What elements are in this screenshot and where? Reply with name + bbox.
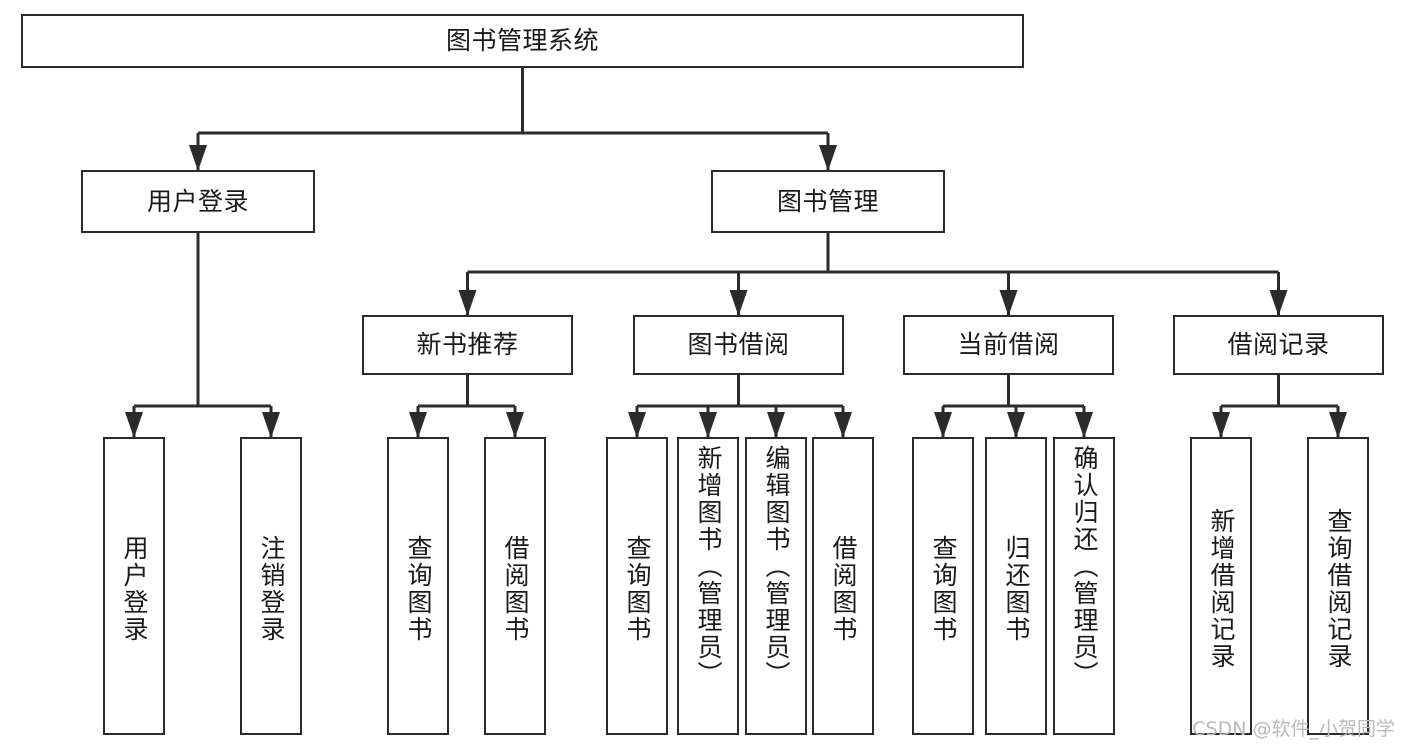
node-leaf-b1[interactable]: 借阅图书 <box>484 437 546 735</box>
node-leaf-edit[interactable]: 编辑图书（管理员） <box>745 437 807 735</box>
node-label: 当前借阅 <box>957 330 1060 360</box>
node-label: 确认归还（管理员） <box>1070 445 1099 688</box>
node-root[interactable]: 图书管理系统 <box>21 14 1024 68</box>
node-leaf-q2[interactable]: 查询图书 <box>606 437 668 735</box>
node-bookmgmt[interactable]: 图书管理 <box>711 170 945 233</box>
node-label: 用户登录 <box>120 535 149 643</box>
node-leaf-add[interactable]: 新增图书（管理员） <box>677 437 739 735</box>
node-leaf-b2[interactable]: 借阅图书 <box>812 437 874 735</box>
node-label: 编辑图书（管理员） <box>762 445 791 688</box>
watermark-text: CSDN @软件_小贺同学 <box>1192 718 1395 740</box>
node-label: 查询借阅记录 <box>1324 508 1353 670</box>
node-label: 新增借阅记录 <box>1207 508 1236 670</box>
node-newrec[interactable]: 新书推荐 <box>362 315 573 375</box>
node-label: 图书管理 <box>776 186 879 216</box>
node-leaf-q1[interactable]: 查询图书 <box>387 437 449 735</box>
node-label: 查询图书 <box>929 535 958 643</box>
node-leaf-conf[interactable]: 确认归还（管理员） <box>1053 437 1115 735</box>
node-label: 查询图书 <box>404 535 433 643</box>
node-label: 用户登录 <box>146 186 249 216</box>
node-label: 借阅图书 <box>829 535 858 643</box>
node-leaf-login[interactable]: 用户登录 <box>103 437 165 735</box>
node-label: 借阅图书 <box>501 535 530 643</box>
node-leaf-logout[interactable]: 注销登录 <box>240 437 302 735</box>
node-label: 新书推荐 <box>416 330 519 360</box>
node-label: 借阅记录 <box>1227 330 1330 360</box>
node-borrow[interactable]: 图书借阅 <box>633 315 844 375</box>
node-login[interactable]: 用户登录 <box>81 170 315 233</box>
node-label: 图书借阅 <box>687 330 790 360</box>
node-current[interactable]: 当前借阅 <box>903 315 1114 375</box>
node-label: 查询图书 <box>623 535 652 643</box>
node-records[interactable]: 借阅记录 <box>1173 315 1384 375</box>
node-label: 新增图书（管理员） <box>694 445 723 688</box>
node-leaf-addrec[interactable]: 新增借阅记录 <box>1190 437 1252 735</box>
node-label: 图书管理系统 <box>445 26 599 56</box>
node-leaf-ret[interactable]: 归还图书 <box>985 437 1047 735</box>
node-leaf-qrec[interactable]: 查询借阅记录 <box>1307 437 1369 735</box>
node-leaf-q3[interactable]: 查询图书 <box>912 437 974 735</box>
node-label: 注销登录 <box>257 535 286 643</box>
node-label: 归还图书 <box>1002 535 1031 643</box>
